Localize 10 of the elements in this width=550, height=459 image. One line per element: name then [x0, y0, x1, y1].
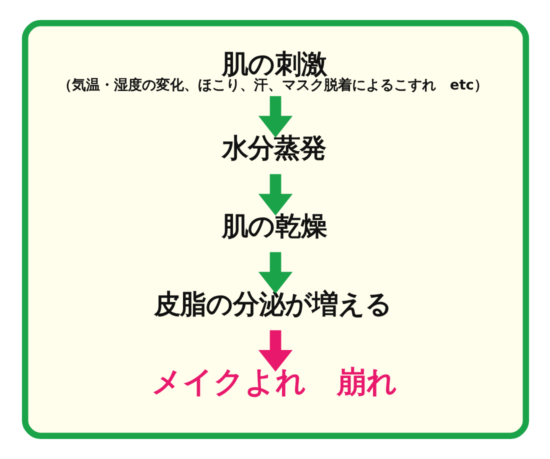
cluster: [21, 20, 529, 439]
node-text: 肌の乾燥: [222, 210, 327, 242]
node-text: 皮脂の分泌が増える: [154, 288, 392, 320]
arrow: [258, 96, 292, 138]
node-text: メイクよれ 崩れ: [151, 365, 398, 400]
arrow: [258, 252, 292, 294]
node-text: 水分蒸発: [222, 132, 326, 164]
arrow: [258, 174, 292, 216]
node-text: 肌の刺激 （気温・湿度の変化、ほこり、汗、マスク脱着によるこすれ etc）: [57, 49, 488, 94]
arrow: [258, 330, 292, 372]
